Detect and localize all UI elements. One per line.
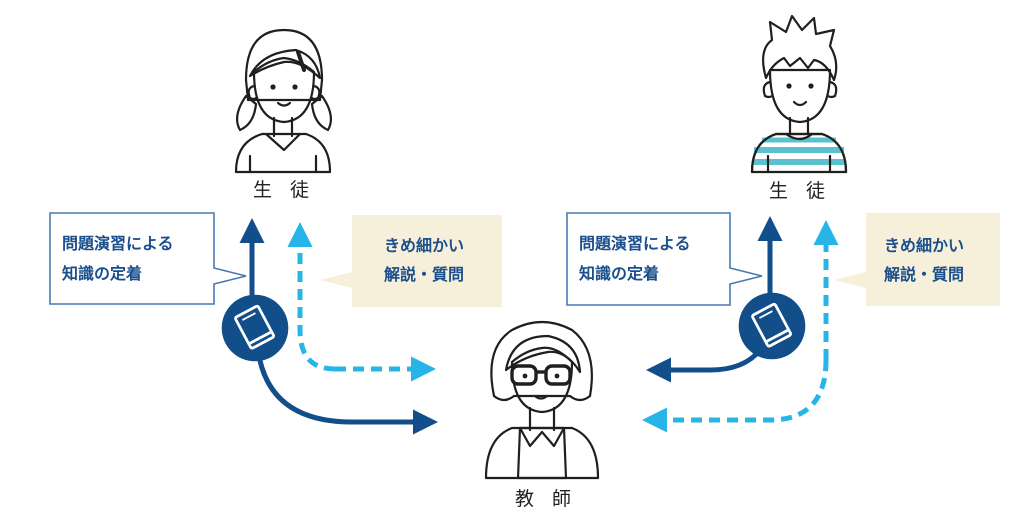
left-explanation-bubble: きめ細かい 解説・質問	[320, 215, 502, 307]
left-student-figure	[234, 28, 333, 174]
left-practice-line-2: 知識の定着	[62, 264, 142, 283]
left-practice-line-1: 問題演習による	[62, 234, 174, 253]
left-explanation-line-1: きめ細かい	[384, 236, 464, 255]
right-practice-bubble: 問題演習による 知識の定着	[566, 212, 763, 306]
right-solid-to-teacher-arrow	[646, 348, 762, 383]
right-explanation-line-1: きめ細かい	[884, 236, 964, 255]
left-explanation-line-2: 解説・質問	[384, 265, 464, 284]
right-dashed-to-teacher-arrow	[642, 359, 829, 433]
teacher-figure	[484, 320, 600, 480]
left-practice-bubble: 問題演習による 知識の定着	[49, 212, 247, 305]
teacher-label: 教 師	[515, 488, 577, 510]
right-practice-line-1: 問題演習による	[579, 234, 691, 253]
left-solid-to-teacher-arrow	[255, 349, 438, 435]
right-student-figure	[750, 14, 848, 174]
right-explanation-bubble: きめ細かい 解説・質問	[834, 213, 1000, 306]
right-student-label: 生 徒	[769, 180, 831, 202]
right-practice-line-2: 知識の定着	[579, 264, 659, 283]
right-explanation-line-2: 解説・質問	[884, 265, 964, 284]
left-student-label: 生 徒	[253, 179, 315, 201]
left-dashed-up-arrow	[287, 222, 336, 372]
left-book-icon	[220, 293, 290, 363]
right-book-icon	[737, 291, 807, 361]
